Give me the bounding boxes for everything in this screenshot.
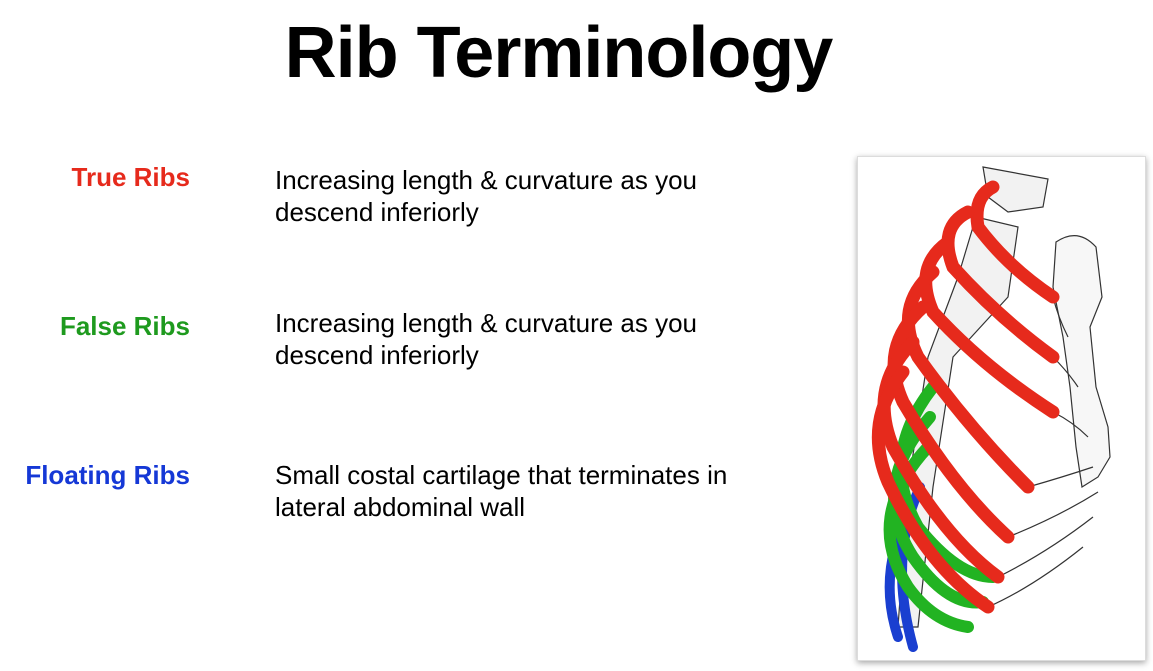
desc-false-ribs: Increasing length & curvature as you des…	[275, 308, 698, 370]
rib-cage-illustration	[857, 156, 1146, 661]
term-false-ribs: False Ribs	[59, 311, 190, 341]
sternum	[1052, 235, 1111, 488]
desc-true-ribs: Increasing length & curvature as you des…	[275, 165, 698, 227]
term-floating-ribs: Floating Ribs	[25, 460, 190, 490]
slide-title: Rib Terminology	[284, 13, 834, 93]
vertebral-column	[897, 166, 1049, 628]
true-ribs	[871, 180, 1060, 614]
desc-floating-ribs: Small costal cartilage that terminates i…	[275, 460, 728, 522]
term-true-ribs: True Ribs	[71, 162, 190, 192]
rib-cage-drawing	[871, 166, 1111, 652]
